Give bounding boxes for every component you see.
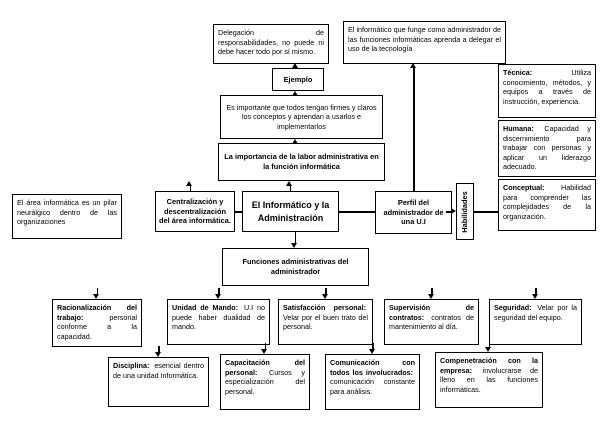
node-seguridad: Seguridad: Velar por la seguridad del eq…: [489, 299, 582, 345]
arrowhead-seguridad: [531, 294, 538, 299]
arrowhead-supervision: [427, 294, 434, 299]
node-supervision-lead: Supervisión de contratos:: [389, 303, 474, 322]
node-disciplina: Disciplina: esencial dentro de una unida…: [108, 357, 209, 407]
connector-compenetracion: [488, 341, 490, 348]
node-unidad-mando-lead: Unidad de Mando:: [172, 303, 239, 312]
arrowhead-unidad-mando: [214, 294, 221, 299]
node-funge: El informático que funge como administra…: [343, 21, 506, 64]
connector-satisfaccion: [325, 288, 327, 295]
node-racionalizacion-lead: Racionalización del trabajo:: [57, 303, 137, 322]
node-racionalizacion: Racionalización del trabajo: personal co…: [52, 299, 142, 347]
node-satisfaccion: Satisfacción personal: Velar por el buen…: [278, 299, 373, 345]
node-central-title-text: El Informático y la Administración: [251, 200, 330, 223]
node-disciplina-lead: Disciplina:: [113, 361, 150, 370]
connector-central-to-laimportancia: [289, 185, 291, 192]
connector-capacitacion: [264, 343, 266, 350]
node-capacitacion-lead: Capacitación del personal:: [225, 358, 305, 377]
node-disciplina-body: esencial dentro de una unidad Informátic…: [113, 361, 205, 380]
node-es-importante-text: Es importante que todos tengan firmes y …: [226, 102, 377, 131]
node-tecnica-lead: Técnica:: [503, 68, 533, 77]
connector-disciplina: [158, 346, 160, 353]
node-funciones-text: Funciones administrativas del administra…: [242, 257, 349, 276]
node-humana-body: Capacidad y discernimiento para trabajar…: [503, 124, 591, 171]
node-racionalizacion-body: personal conforme a la capacidad.: [57, 312, 137, 341]
node-comunicacion-lead: Comunicación con todos los involucrados:: [330, 358, 415, 377]
node-tecnica: Técnica: Utiliza conocimiento, métodos, …: [498, 64, 596, 118]
connector-centralizacion-central: [235, 211, 243, 213]
connector-seguridad: [535, 288, 537, 295]
arrowhead-satisfaccion: [321, 294, 328, 299]
arrowhead-central-funciones: [291, 243, 297, 248]
node-area-informatica-text: El área informática es un pilar neurálgi…: [17, 198, 117, 226]
node-conceptual-lead: Conceptual:: [503, 183, 545, 192]
arrowhead-disciplina: [154, 352, 161, 357]
arrowhead-ejemplo-to-delegacion: [292, 63, 298, 68]
node-compenetracion-lead: Compenetración con la empresa:: [440, 356, 538, 375]
arrowhead-racionalizacion: [93, 294, 99, 299]
node-la-importancia-text: La importancia de la labor administrativ…: [224, 152, 379, 171]
arrowhead-capacitacion: [261, 349, 267, 354]
node-ejemplo: Ejemplo: [272, 68, 324, 91]
arrowhead-centralizacion-up: [186, 181, 192, 186]
node-capacitacion-body: Cursos y especialización del personal.: [225, 367, 305, 396]
arrowhead-comunicacion: [368, 349, 375, 354]
connector-habilidades-skills: [474, 211, 498, 213]
connector-unidad-mando: [218, 288, 220, 295]
node-humana-lead: Humana:: [503, 124, 534, 133]
node-ejemplo-text: Ejemplo: [283, 74, 313, 84]
node-tecnica-body: Utiliza conocimiento, métodos, y equipos…: [503, 68, 591, 106]
connector-supervision: [431, 288, 433, 295]
node-centralizacion: Centralización y descentralización del á…: [155, 191, 235, 232]
node-comunicacion: Comunicación con todos los involucrados:…: [325, 354, 420, 410]
node-satisfaccion-body: Velar por el buen trato del personal.: [283, 312, 368, 332]
node-funciones: Funciones administrativas del administra…: [222, 248, 369, 286]
node-comunicacion-body: comunicación constante para análisis.: [330, 377, 415, 396]
node-area-informatica: El área informática es un pilar neurálgi…: [12, 194, 122, 239]
node-supervision-body: contratos de mantenimiento al día.: [389, 312, 474, 332]
node-la-importancia: La importancia de la labor administrativ…: [218, 143, 385, 181]
node-conceptual-body: Habilidad para comprender las complejida…: [503, 183, 591, 221]
node-unidad-mando-body: U.I no puede haber dualidad de mando.: [172, 303, 265, 331]
node-delegacion-text: Delegación de responsabilidades, no pued…: [218, 28, 324, 56]
node-compenetracion: Compenetración con la empresa: involucra…: [435, 352, 543, 408]
node-es-importante: Es importante que todos tengan firmes y …: [220, 95, 383, 139]
connector-racionalizacion: [96, 288, 98, 295]
node-habilidades: Habilidades: [456, 183, 474, 240]
arrowhead-perfil-to-funge: [409, 63, 416, 68]
arrowhead-compenetracion: [485, 347, 491, 352]
connector-central-funciones: [294, 232, 296, 244]
node-centralizacion-text: Centralización y descentralización del á…: [159, 196, 231, 226]
node-seguridad-lead: Seguridad:: [494, 303, 532, 312]
arrowhead-esimportante-to-ejemplo: [292, 91, 298, 96]
node-perfil: Perfil del administrador de una U.I: [375, 191, 452, 234]
node-satisfaccion-lead: Satisfacción personal:: [283, 303, 366, 312]
arrowhead-laimportancia-to-esimportante: [292, 139, 298, 144]
connector-centralizacion-up: [189, 185, 191, 192]
connector-central-perfil: [339, 211, 376, 213]
connector-perfil-to-funge: [413, 68, 415, 191]
node-delegacion: Delegación de responsabilidades, no pued…: [213, 24, 329, 64]
node-unidad-mando: Unidad de Mando: U.I no puede haber dual…: [167, 299, 270, 345]
node-compenetracion-body: involucrarse de lleno en las funciones i…: [440, 365, 538, 394]
node-central-title: El Informático y la Administración: [242, 191, 339, 232]
node-seguridad-body: Velar por la seguridad del equipo.: [494, 303, 578, 322]
node-capacitacion: Capacitación del personal: Cursos y espe…: [220, 354, 310, 410]
node-funge-text: El informático que funge como administra…: [348, 25, 501, 53]
node-supervision: Supervisión de contratos: contratos de m…: [384, 299, 479, 345]
arrowhead-perfil-habilidades: [451, 208, 456, 214]
connector-perfil-habilidades: [446, 211, 452, 213]
connector-comunicacion: [372, 343, 374, 350]
node-perfil-text: Perfil del administrador de una U.I: [383, 197, 444, 227]
node-habilidades-text: Habilidades: [460, 190, 470, 233]
node-conceptual: Conceptual: Habilidad para comprender la…: [498, 179, 596, 231]
node-humana: Humana: Capacidad y discernimiento para …: [498, 120, 596, 177]
arrowhead-central-to-laimportancia: [286, 181, 292, 186]
